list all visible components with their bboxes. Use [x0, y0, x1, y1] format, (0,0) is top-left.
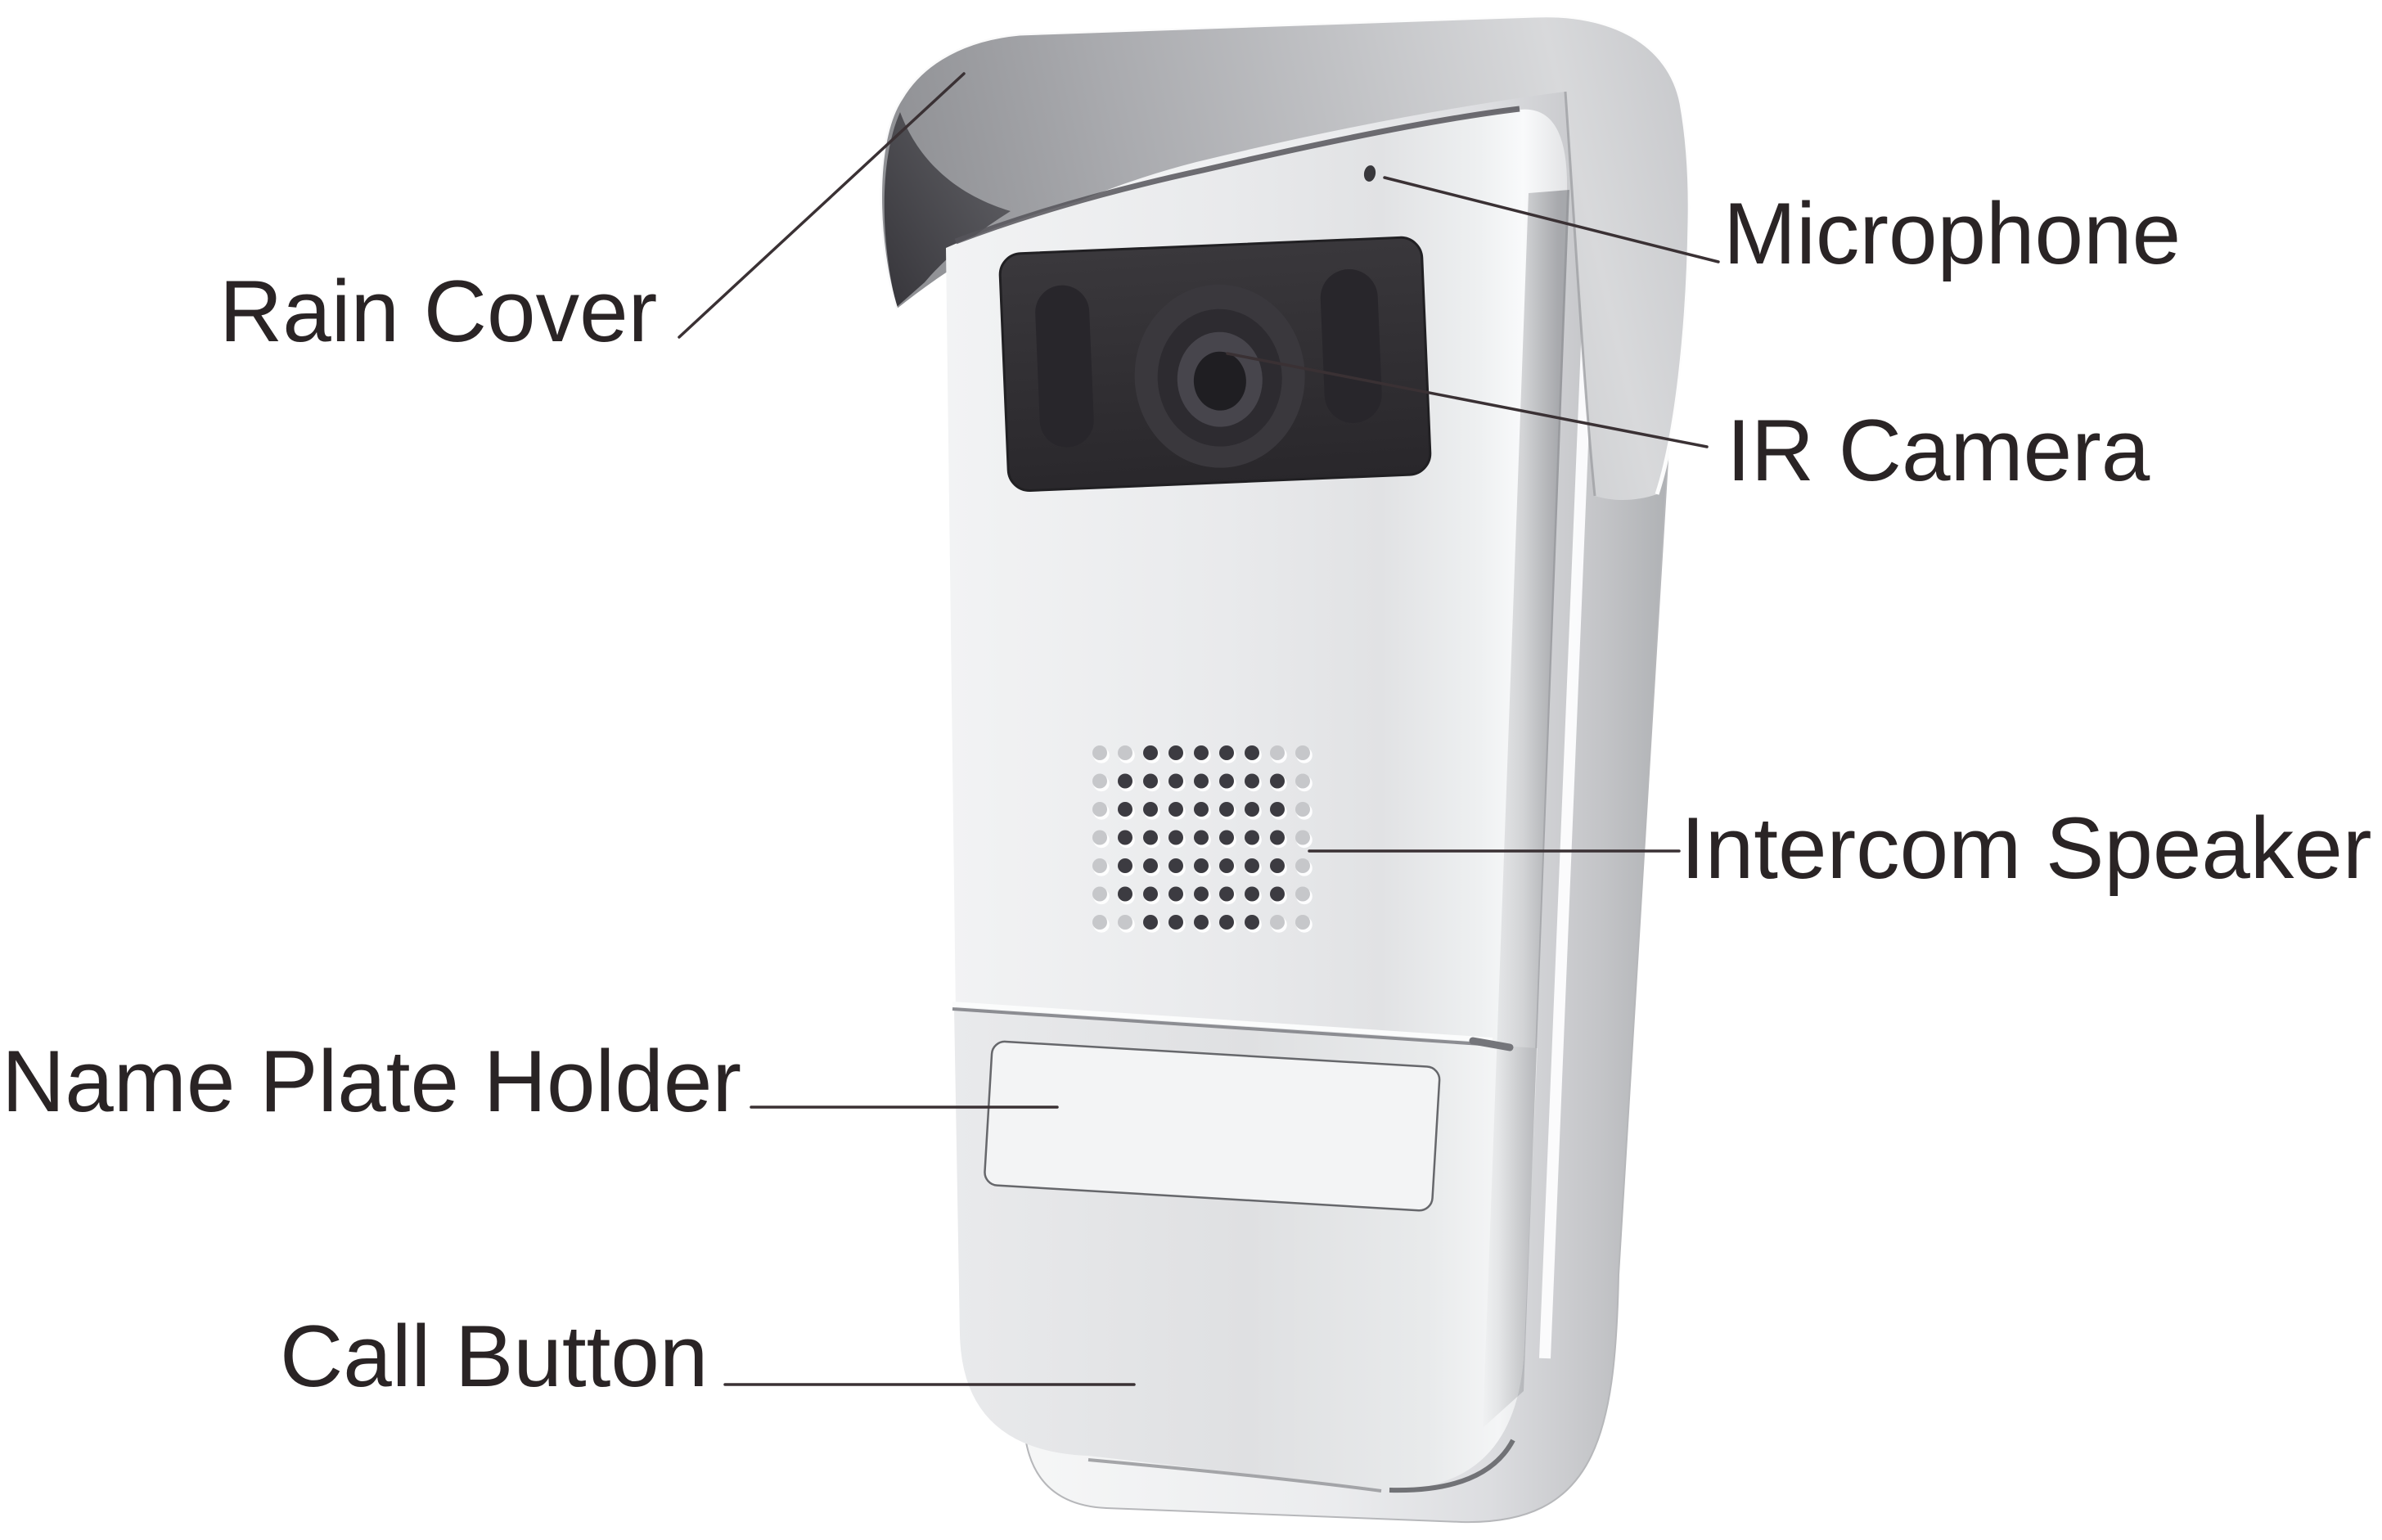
ir-camera-leader-line	[1226, 352, 1709, 448]
speaker-dimple	[1092, 886, 1107, 902]
speaker-hole	[1143, 886, 1158, 902]
speaker-hole	[1118, 773, 1132, 789]
speaker-hole	[1143, 915, 1158, 930]
label-call-button: Call Button	[280, 1307, 709, 1405]
speaker-hole	[1143, 745, 1158, 760]
speaker-hole	[1168, 858, 1183, 873]
panel-seam	[952, 1002, 1514, 1051]
speaker-hole	[1143, 773, 1158, 789]
bottom-edge-crease	[1087, 1458, 1382, 1493]
speaker-dimple	[1092, 858, 1107, 873]
speaker-dimple	[1295, 858, 1310, 873]
speaker-dimple	[1092, 745, 1107, 760]
ir-led-left	[1035, 285, 1094, 448]
speaker-hole	[1245, 915, 1259, 930]
speaker-dimple	[1295, 802, 1310, 817]
speaker-hole	[1245, 886, 1259, 902]
rain-cover-leader-line	[678, 72, 966, 339]
speaker-hole	[1219, 858, 1234, 873]
front-panel-edge-shadow	[1483, 190, 1569, 1428]
speaker-hole	[1270, 886, 1285, 902]
speaker-hole	[1168, 802, 1183, 817]
speaker-hole	[1270, 858, 1285, 873]
speaker-hole	[1245, 830, 1259, 845]
speaker-hole	[1245, 858, 1259, 873]
speaker-hole	[1118, 886, 1132, 902]
speaker-dimple	[1118, 745, 1132, 760]
speaker-hole	[1194, 886, 1209, 902]
speaker-hole	[1219, 915, 1234, 930]
speaker-hole	[1219, 745, 1234, 760]
microphone-leader-line	[1383, 176, 1720, 263]
speaker-hole	[1219, 830, 1234, 845]
label-name-plate-holder: Name Plate Holder	[2, 1032, 741, 1130]
speaker-dimple	[1295, 915, 1310, 930]
speaker-dimple	[1092, 802, 1107, 817]
speaker-dimple	[1295, 773, 1310, 789]
speaker-hole	[1270, 802, 1285, 817]
speaker-hole	[1194, 802, 1209, 817]
speaker-hole	[1245, 745, 1259, 760]
speaker-hole	[1245, 773, 1259, 789]
rain-cover-inner-edge	[1564, 91, 1596, 497]
label-microphone: Microphone	[1723, 184, 2182, 282]
intercom-speaker-grille	[1092, 745, 1313, 933]
backplate-highlight-edge	[1539, 245, 1596, 1359]
ir-led-right	[1320, 268, 1382, 423]
speaker-hole	[1219, 802, 1234, 817]
hood-panel-seam	[954, 106, 1520, 245]
speaker-dimple	[1295, 745, 1310, 760]
speaker-hole	[1168, 886, 1183, 902]
speaker-hole	[1219, 886, 1234, 902]
microphone-hole	[1363, 165, 1376, 182]
rain-cover	[880, 15, 1691, 501]
speaker-hole	[1219, 773, 1234, 789]
speaker-hole	[1143, 830, 1158, 845]
speaker-hole	[1194, 830, 1209, 845]
rain-cover-underside-shadow	[884, 112, 1011, 307]
speaker-hole	[1168, 745, 1183, 760]
speaker-dimple	[1270, 745, 1285, 760]
speaker-hole	[1194, 745, 1209, 760]
label-intercom-speaker: Intercom Speaker	[1681, 799, 2372, 897]
speaker-hole	[1143, 858, 1158, 873]
label-rain-cover: Rain Cover	[219, 262, 658, 360]
speaker-dimple	[1295, 886, 1310, 902]
speaker-dimple	[1118, 915, 1132, 930]
speaker-dimple	[1092, 773, 1107, 789]
bottom-corner-crease	[1389, 1439, 1515, 1493]
speaker-dimple	[1092, 830, 1107, 845]
speaker-hole	[1118, 802, 1132, 817]
speaker-hole	[1194, 773, 1209, 789]
speaker-dimple	[1295, 830, 1310, 845]
speaker-hole	[1194, 858, 1209, 873]
speaker-hole	[1143, 802, 1158, 817]
speaker-hole	[1270, 773, 1285, 789]
speaker-dimple	[1092, 915, 1107, 930]
speaker-hole	[1168, 915, 1183, 930]
rain-cover-rim-highlight	[878, 13, 1692, 495]
speaker-hole	[1168, 773, 1183, 789]
speaker-hole	[1168, 830, 1183, 845]
speaker-hole	[1245, 802, 1259, 817]
speaker-hole	[1194, 915, 1209, 930]
label-ir-camera: IR Camera	[1727, 401, 2150, 499]
speaker-hole	[1270, 830, 1285, 845]
speaker-hole	[1118, 858, 1132, 873]
speaker-dimple	[1270, 915, 1285, 930]
speaker-hole	[1118, 830, 1132, 845]
name-plate	[984, 1040, 1441, 1212]
